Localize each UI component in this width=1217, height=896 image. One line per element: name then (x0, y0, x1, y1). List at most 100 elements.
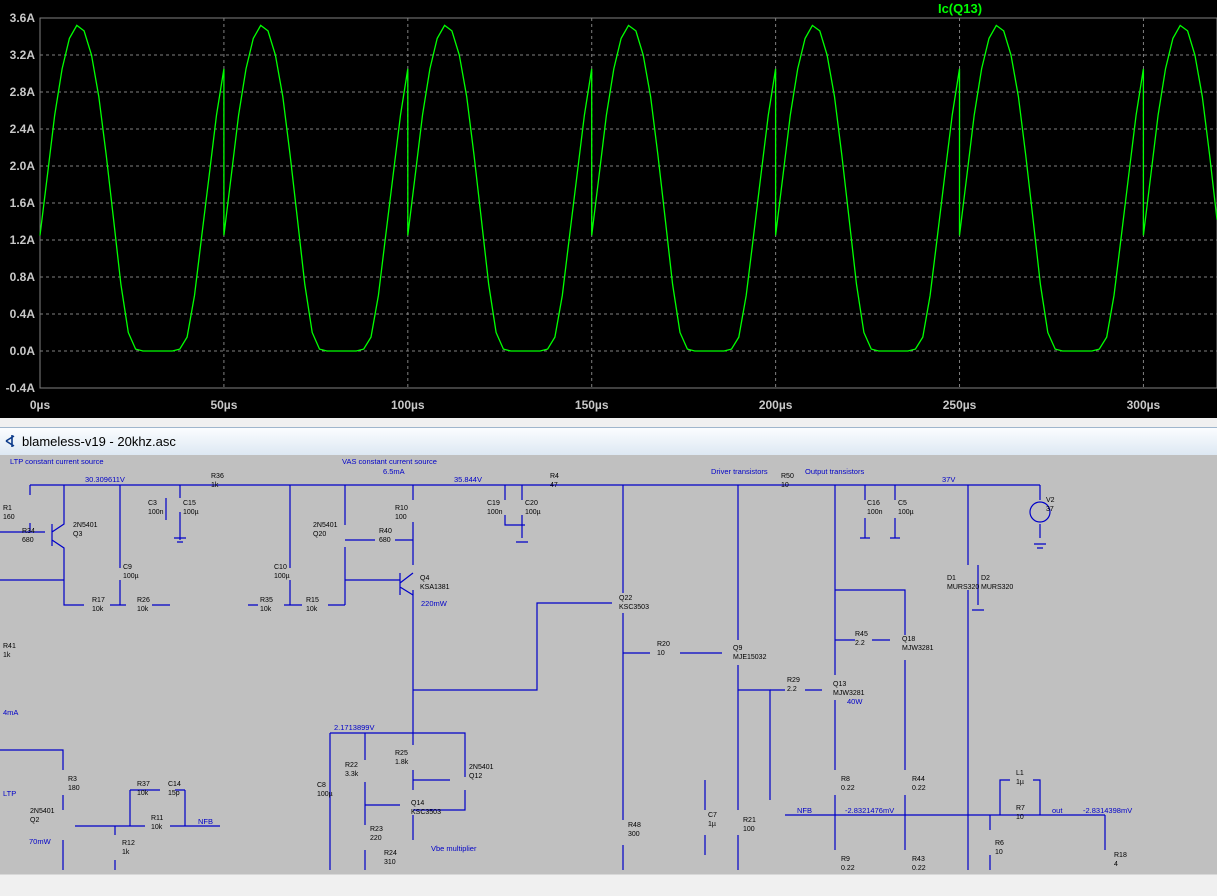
part-value-r22[interactable]: 3.3k (345, 771, 359, 778)
part-value-c15[interactable]: 100µ (183, 509, 199, 516)
schematic-window-titlebar[interactable]: blameless-v19 - 20khz.asc (0, 427, 1217, 456)
part-ref-r43[interactable]: R43 (912, 856, 925, 863)
part-value-r7[interactable]: 10 (1016, 814, 1024, 821)
part-value-c14[interactable]: 15p (168, 790, 180, 797)
part-ref-c10[interactable]: C10 (274, 564, 287, 571)
part-value-r24[interactable]: 310 (384, 859, 396, 866)
part-value-q12[interactable]: 2N5401 (469, 764, 494, 771)
part-ref-r9[interactable]: R9 (841, 856, 850, 863)
part-ref-r41[interactable]: R41 (3, 643, 16, 650)
part-ref-r17[interactable]: R17 (92, 597, 105, 604)
part-value-r3[interactable]: 180 (68, 785, 80, 792)
part-ref-c7[interactable]: C7 (708, 812, 717, 819)
part-value-q9[interactable]: MJE15032 (733, 654, 767, 661)
part-value-d2[interactable]: MURS320 (981, 584, 1013, 591)
part-ref-c3[interactable]: C3 (148, 500, 157, 507)
schematic-drawing[interactable]: LTP constant current source VAS constant… (0, 455, 1217, 874)
part-value-r15[interactable]: 10k (306, 606, 318, 613)
part-value-q3[interactable]: 2N5401 (73, 522, 98, 529)
part-value-r29[interactable]: 2.2 (787, 686, 797, 693)
part-ref-q9[interactable]: Q9 (733, 645, 742, 652)
part-ref-r29[interactable]: R29 (787, 677, 800, 684)
part-ref-d2[interactable]: D2 (981, 575, 990, 582)
part-value-c20[interactable]: 100µ (525, 509, 541, 516)
part-value-q20[interactable]: 2N5401 (313, 522, 338, 529)
part-value-r44[interactable]: 0.22 (912, 785, 926, 792)
part-ref-r35[interactable]: R35 (260, 597, 273, 604)
part-value-c9[interactable]: 100µ (123, 573, 139, 580)
part-value-l1[interactable]: 1µ (1016, 779, 1024, 786)
part-ref-q3[interactable]: Q3 (73, 531, 82, 538)
part-ref-r40[interactable]: R40 (379, 528, 392, 535)
part-ref-c20[interactable]: C20 (525, 500, 538, 507)
part-value-r20[interactable]: 10 (657, 650, 665, 657)
part-value-v2[interactable]: 37 (1046, 506, 1054, 513)
part-value-r11[interactable]: 10k (151, 824, 163, 831)
part-value-r35[interactable]: 10k (260, 606, 272, 613)
part-value-c5[interactable]: 100µ (898, 509, 914, 516)
part-ref-r44[interactable]: R44 (912, 776, 925, 783)
part-value-q4[interactable]: KSA1381 (420, 584, 450, 591)
part-ref-c19[interactable]: C19 (487, 500, 500, 507)
part-ref-c9[interactable]: C9 (123, 564, 132, 571)
part-value-r45[interactable]: 2.2 (855, 640, 865, 647)
part-value-q13[interactable]: MJW3281 (833, 690, 865, 697)
part-ref-c16[interactable]: C16 (867, 500, 880, 507)
part-value-r8[interactable]: 0.22 (841, 785, 855, 792)
part-ref-q13[interactable]: Q13 (833, 681, 846, 688)
part-ref-v2[interactable]: V2 (1046, 497, 1055, 504)
part-value-r25[interactable]: 1.8k (395, 759, 409, 766)
part-ref-r3[interactable]: R3 (68, 776, 77, 783)
part-ref-r25[interactable]: R25 (395, 750, 408, 757)
part-value-r37[interactable]: 10k (137, 790, 149, 797)
part-value-q18[interactable]: MJW3281 (902, 645, 934, 652)
part-value-d1[interactable]: MURS320 (947, 584, 979, 591)
part-value-c16[interactable]: 100n (867, 509, 883, 516)
part-ref-r48[interactable]: R48 (628, 822, 641, 829)
schematic-canvas[interactable]: LTP constant current source VAS constant… (0, 455, 1217, 874)
part-value-c19[interactable]: 100n (487, 509, 503, 516)
part-value-r43[interactable]: 0.22 (912, 865, 926, 872)
part-ref-r20[interactable]: R20 (657, 641, 670, 648)
part-value-c7[interactable]: 1µ (708, 821, 716, 828)
part-ref-r23[interactable]: R23 (370, 826, 383, 833)
part-ref-l1[interactable]: L1 (1016, 770, 1024, 777)
part-value-r12[interactable]: 1k (122, 849, 130, 856)
part-value-r41[interactable]: 1k (3, 652, 11, 659)
part-ref-c8[interactable]: C8 (317, 782, 326, 789)
part-ref-r1[interactable]: R1 (3, 505, 12, 512)
part-ref-r37[interactable]: R37 (137, 781, 150, 788)
part-value-r48[interactable]: 300 (628, 831, 640, 838)
part-value-r50[interactable]: 10 (781, 482, 789, 489)
part-ref-r34[interactable]: R34 (22, 528, 35, 535)
part-ref-q12[interactable]: Q12 (469, 773, 482, 780)
part-ref-q22[interactable]: Q22 (619, 595, 632, 602)
part-value-r34[interactable]: 680 (22, 537, 34, 544)
part-ref-r24[interactable]: R24 (384, 850, 397, 857)
part-ref-q2[interactable]: Q2 (30, 817, 39, 824)
part-ref-d1[interactable]: D1 (947, 575, 956, 582)
part-value-c8[interactable]: 100µ (317, 791, 333, 798)
part-ref-r11[interactable]: R11 (151, 815, 163, 822)
part-ref-c5[interactable]: C5 (898, 500, 907, 507)
part-ref-r8[interactable]: R8 (841, 776, 850, 783)
part-ref-q18[interactable]: Q18 (902, 636, 915, 643)
part-value-r4[interactable]: 47 (550, 482, 558, 489)
part-ref-c15[interactable]: C15 (183, 500, 196, 507)
part-value-q14[interactable]: KSC3503 (411, 809, 441, 816)
part-value-r18[interactable]: 4 (1114, 861, 1118, 868)
part-ref-r21[interactable]: R21 (743, 817, 756, 824)
part-ref-r36[interactable]: R36 (211, 473, 224, 480)
legend-ic-q13[interactable]: Ic(Q13) (938, 1, 982, 16)
part-value-r36[interactable]: 1k (211, 482, 219, 489)
part-ref-r22[interactable]: R22 (345, 762, 358, 769)
part-ref-r50[interactable]: R50 (781, 473, 794, 480)
part-ref-r10[interactable]: R10 (395, 505, 408, 512)
part-value-c3[interactable]: 100n (148, 509, 164, 516)
part-value-q2[interactable]: 2N5401 (30, 808, 55, 815)
part-value-r17[interactable]: 10k (92, 606, 104, 613)
part-value-r40[interactable]: 680 (379, 537, 391, 544)
part-ref-r26[interactable]: R26 (137, 597, 150, 604)
part-ref-r45[interactable]: R45 (855, 631, 868, 638)
